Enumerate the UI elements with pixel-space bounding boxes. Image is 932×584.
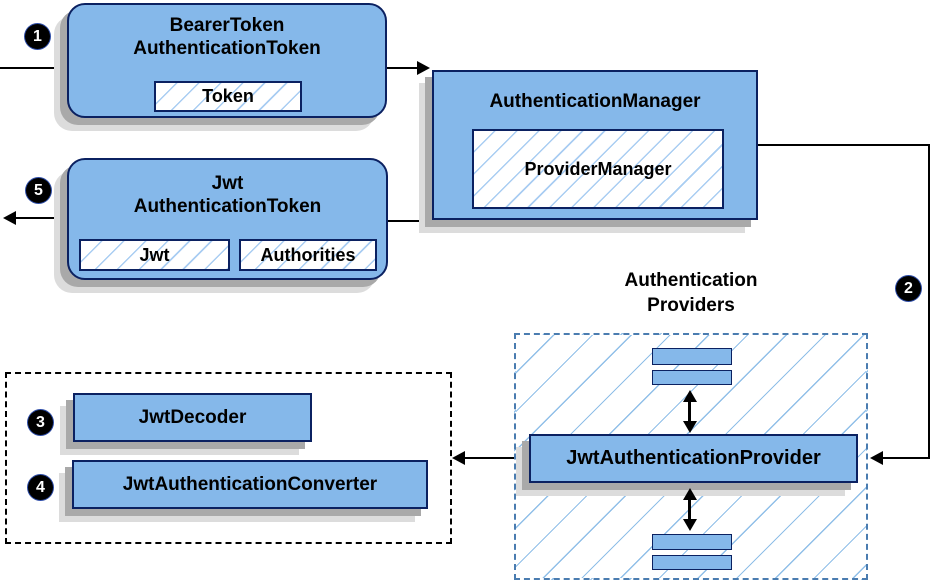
token-to-manager-line — [387, 67, 418, 69]
bearer-token-authentication-token-node: BearerToken AuthenticationToken Token — [67, 3, 387, 118]
manager-to-provider-line-bottom — [882, 457, 930, 459]
step-4-badge: 4 — [28, 475, 53, 500]
decoder-converter-group — [5, 372, 452, 544]
jwt-field: Jwt — [79, 239, 230, 271]
provider-stack-icon — [652, 370, 732, 385]
step-1-badge: 1 — [25, 24, 50, 49]
manager-to-provider-line-top — [758, 144, 930, 146]
provider-stack-icon — [652, 555, 732, 570]
arrowhead-right-icon — [417, 61, 430, 75]
provider-stack-icon — [652, 348, 732, 365]
node-title: AuthenticationToken — [133, 196, 322, 217]
manager-to-jwt-token-line — [388, 220, 432, 222]
node-title: AuthenticationToken — [133, 38, 321, 59]
response-out-line — [14, 217, 67, 219]
arrowhead-down-icon — [683, 519, 697, 531]
jwt-authentication-token-node: Jwt AuthenticationToken Jwt Authorities — [67, 158, 388, 280]
provider-manager-field: ProviderManager — [472, 129, 724, 209]
provider-stack-icon — [652, 534, 732, 550]
node-title: AuthenticationManager — [489, 91, 701, 112]
authentication-manager-node: AuthenticationManager ProviderManager — [432, 70, 758, 220]
arrowhead-left-icon — [452, 451, 465, 465]
double-arrow-line — [688, 399, 691, 423]
provider-to-converter-line — [463, 457, 529, 459]
arrowhead-down-icon — [683, 421, 697, 433]
arrowhead-up-icon — [683, 390, 697, 402]
double-arrow-line — [688, 497, 691, 521]
token-field: Token — [154, 81, 302, 112]
arrowhead-left-icon — [870, 451, 883, 465]
step-3-badge: 3 — [28, 410, 53, 435]
step-5-badge: 5 — [26, 178, 51, 203]
request-in-line — [0, 67, 67, 69]
arrowhead-up-icon — [683, 488, 697, 500]
authorities-field: Authorities — [239, 239, 377, 271]
authentication-providers-label: Authentication Providers — [514, 268, 868, 318]
jwt-decoder-node: JwtDecoder — [73, 393, 312, 442]
label-line: Providers — [647, 295, 735, 316]
jwt-authentication-converter-node: JwtAuthenticationConverter — [72, 460, 428, 509]
manager-to-provider-line-side — [928, 144, 930, 459]
node-title: Jwt — [211, 173, 244, 194]
arrowhead-left-icon — [3, 211, 16, 225]
jwt-authentication-provider-node: JwtAuthenticationProvider — [529, 434, 858, 483]
step-2-badge: 2 — [896, 276, 921, 301]
label-line: Authentication — [624, 270, 758, 291]
node-title: BearerToken — [169, 15, 285, 36]
